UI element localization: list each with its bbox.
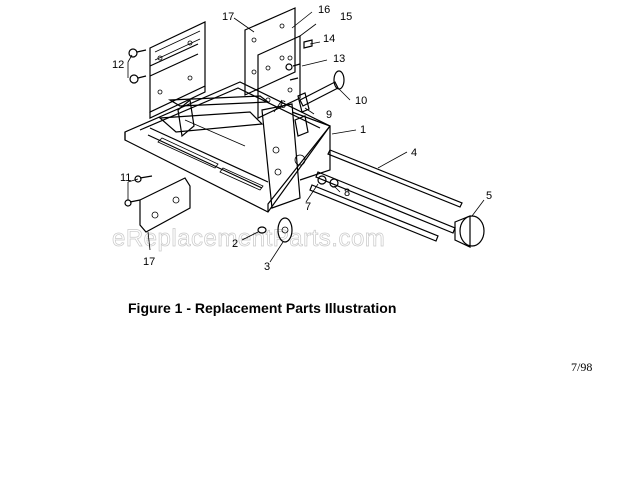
part-4-rod (327, 149, 463, 208)
callout-3: 3 (264, 261, 270, 273)
revision-date: 7/98 (571, 360, 593, 374)
part-8-washer (317, 175, 339, 188)
callout-1: 1 (360, 124, 366, 136)
callout-5: 5 (486, 190, 492, 202)
callout-12-right: 13 (333, 53, 345, 65)
part-16-jaw-plate (149, 21, 206, 119)
callout-8: 8 (344, 187, 350, 199)
callout-17: 17 (143, 256, 155, 268)
part-10-handle (297, 70, 345, 113)
parts-diagram: eReplacementParts.com (112, 4, 492, 273)
callout-2: 2 (232, 238, 238, 250)
callout-9: 9 (326, 109, 332, 121)
part-rod-lower (309, 184, 439, 242)
watermark-text: eReplacementParts.com (112, 225, 385, 252)
part-1-vise-base (124, 81, 331, 213)
callout-16: 17 (222, 11, 234, 23)
callout-6: 6 (280, 99, 286, 111)
callout-10: 10 (355, 95, 367, 107)
callout-13: 15 (340, 11, 352, 23)
part-17-bracket (124, 175, 191, 233)
callout-4: 4 (411, 147, 417, 159)
part-15-jaw-plate (244, 7, 301, 119)
part-14-screw (303, 39, 313, 49)
callout-14: 14 (323, 33, 335, 45)
part-12-screws (128, 48, 301, 84)
callout-12-left: 12 (112, 59, 124, 71)
callout-11: 11 (120, 172, 131, 184)
leader-lines (127, 11, 485, 263)
figure-caption: Figure 1 - Replacement Parts Illustratio… (128, 300, 397, 316)
callout-7: 7 (305, 201, 311, 213)
part-5-lead-screw (315, 171, 485, 248)
part-3-plate (257, 217, 293, 243)
callout-labels: 17 16 15 14 13 12 10 6 9 1 4 5 8 7 11 2 … (112, 4, 492, 273)
callout-15: 16 (318, 4, 330, 16)
